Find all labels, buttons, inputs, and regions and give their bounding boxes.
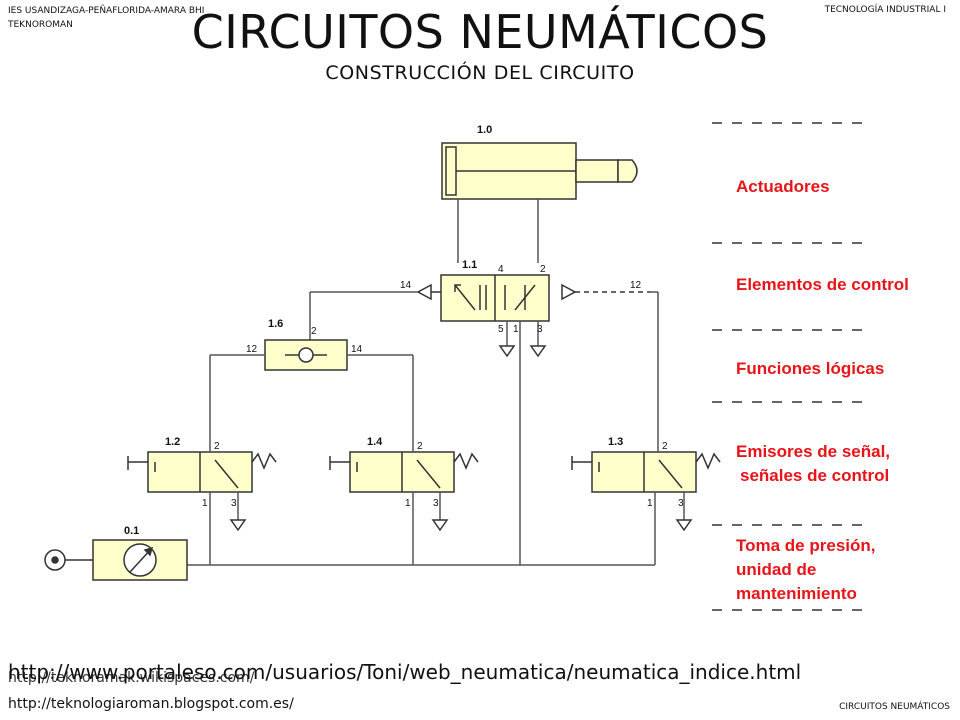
level-actuators: Actuadores bbox=[736, 177, 830, 196]
valve-1-3 bbox=[571, 448, 721, 565]
port-2-or: 2 bbox=[311, 326, 317, 337]
level-logic-functions: Funciones lógicas bbox=[736, 359, 884, 378]
port-2-main: 2 bbox=[540, 264, 546, 275]
level-signal-emitters-2: señales de control bbox=[740, 466, 889, 485]
label-valve-c: 1.3 bbox=[608, 436, 623, 448]
label-cylinder: 1.0 bbox=[477, 124, 492, 136]
label-supply: 0.1 bbox=[124, 525, 139, 537]
page-title: CIRCUITOS NEUMÁTICOS bbox=[191, 5, 769, 59]
port-14-or: 14 bbox=[351, 344, 363, 355]
blog-url-link[interactable]: http://teknologiaroman.blogspot.com.es/ bbox=[8, 696, 294, 712]
port-1-c: 1 bbox=[647, 498, 653, 509]
port-1-main: 1 bbox=[513, 324, 519, 335]
label-valve-b: 1.4 bbox=[367, 436, 383, 448]
label-main-valve: 1.1 bbox=[462, 259, 477, 271]
port-2-c: 2 bbox=[662, 441, 668, 452]
school-name: IES USANDIZAGA-PEÑAFLORIDA-AMARA BHI bbox=[8, 6, 205, 16]
port-2-b: 2 bbox=[417, 441, 423, 452]
port-5: 5 bbox=[498, 324, 504, 335]
port-3-main: 3 bbox=[537, 324, 543, 335]
or-valve-1-6 bbox=[209, 339, 414, 448]
port-1-b: 1 bbox=[405, 498, 411, 509]
cylinder-1-0 bbox=[441, 142, 638, 263]
port-1-a: 1 bbox=[202, 498, 208, 509]
level-pressure-3: mantenimiento bbox=[736, 584, 857, 603]
label-valve-a: 1.2 bbox=[165, 436, 180, 448]
valve-1-2 bbox=[127, 448, 277, 565]
supply-unit-0-1 bbox=[44, 539, 188, 581]
port-12-or: 12 bbox=[246, 344, 258, 355]
main-url-link[interactable]: http://www.portaleso.com/usuarios/Toni/w… bbox=[8, 660, 802, 684]
page-subtitle: CONSTRUCCIÓN DEL CIRCUITO bbox=[325, 62, 635, 84]
level-signal-emitters-1: Emisores de señal, bbox=[736, 442, 890, 461]
port-3-b: 3 bbox=[433, 498, 439, 509]
level-separators bbox=[712, 122, 872, 611]
ghost-url-link[interactable]: http://teknoramak.wikispaces.com/ bbox=[8, 670, 255, 686]
level-control-elements: Elementos de control bbox=[736, 275, 909, 294]
port-2-a: 2 bbox=[214, 441, 220, 452]
valve-1-4 bbox=[329, 448, 479, 565]
level-pressure-1: Toma de presión, bbox=[736, 536, 876, 555]
course-name: TECNOLOGÍA INDUSTRIAL I bbox=[824, 5, 946, 15]
port-3-c: 3 bbox=[678, 498, 684, 509]
port-3-a: 3 bbox=[231, 498, 237, 509]
footer-title: CIRCUITOS NEUMÁTICOS bbox=[839, 702, 950, 712]
header-left: IES USANDIZAGA-PEÑAFLORIDA-AMARA BHI TEK… bbox=[8, 4, 204, 32]
level-pressure-2: unidad de bbox=[736, 560, 816, 579]
port-14-main: 14 bbox=[400, 280, 412, 291]
author-name: TEKNOROMAN bbox=[8, 20, 73, 30]
main-valve-1-1 bbox=[416, 274, 650, 565]
label-or-valve: 1.6 bbox=[268, 318, 283, 330]
port-12-main: 12 bbox=[630, 280, 642, 291]
port-4: 4 bbox=[498, 264, 504, 275]
